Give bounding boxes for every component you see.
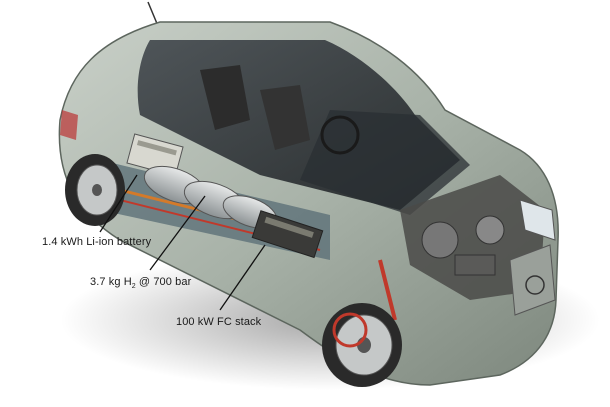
antenna [147,1,159,27]
h2-callout-tail: @ 700 bar [135,276,192,288]
badge [525,275,545,295]
battery-leader-line [99,174,138,233]
engine-bay [400,175,545,300]
fc-stack-callout-label: 100 kW FC stack [176,316,261,328]
fc-callout-text: 100 kW FC stack [176,316,262,328]
fc-leader-line [219,244,266,311]
h2-callout-subscript: 2 [131,283,136,291]
windshield [300,110,470,215]
motor-housing [421,221,459,259]
brake-caliper [332,312,368,348]
battery-callout-label: 1.4 kWh Li-ion battery [42,236,151,248]
rear-wheel [65,154,125,226]
battery-callout-text: 1.4 kWh Li-ion battery [42,236,152,248]
front-wheel [322,303,402,387]
rear-seat [200,65,250,130]
headlight [519,199,556,241]
h2-leader-line [149,195,206,271]
front-seat [260,85,310,150]
h2-tank-callout-label: 3.7 kg H2 @ 700 bar [90,276,191,290]
tail-light [60,110,78,140]
grille [509,244,556,316]
front-spring [378,259,397,321]
h2-callout-main: 3.7 kg H [90,276,132,288]
steering-wheel [320,115,360,155]
